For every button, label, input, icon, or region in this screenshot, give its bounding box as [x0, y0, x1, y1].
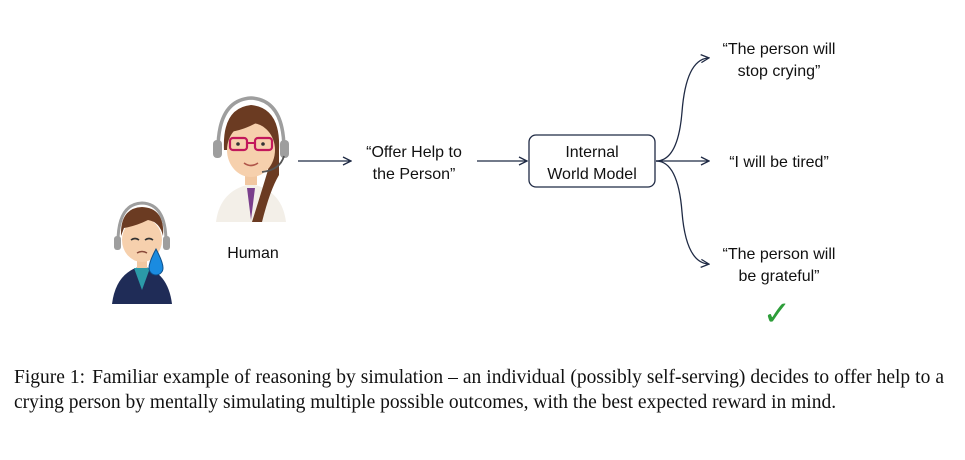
checkmark-icon: ✓: [763, 294, 792, 334]
arrow-to-outcome-1: [655, 58, 708, 162]
world-model-line1: Internal: [565, 144, 618, 161]
human-headset-icon: [213, 96, 289, 222]
human-label: Human: [227, 245, 279, 262]
outcome-1-line2: stop crying”: [738, 63, 821, 80]
world-model-box: [528, 134, 656, 188]
caption-label: Figure 1:: [14, 367, 86, 388]
crying-person-icon: [112, 201, 172, 304]
action-text-line2: the Person”: [373, 166, 456, 183]
figure-caption: Figure 1: Familiar example of reasoning …: [14, 366, 944, 415]
action-text-line1: “Offer Help to: [366, 144, 462, 161]
tear-drop-icon: [148, 247, 164, 276]
outcome-3-line1: “The person will: [723, 246, 836, 263]
outcome-1-line1: “The person will: [723, 41, 836, 58]
outcome-2-text: “I will be tired”: [729, 154, 829, 171]
caption-text: Familiar example of reasoning by simulat…: [14, 367, 945, 413]
outcome-3-line2: be grateful”: [739, 268, 820, 285]
world-model-line2: World Model: [547, 166, 637, 183]
arrow-to-outcome-3: [655, 160, 708, 264]
